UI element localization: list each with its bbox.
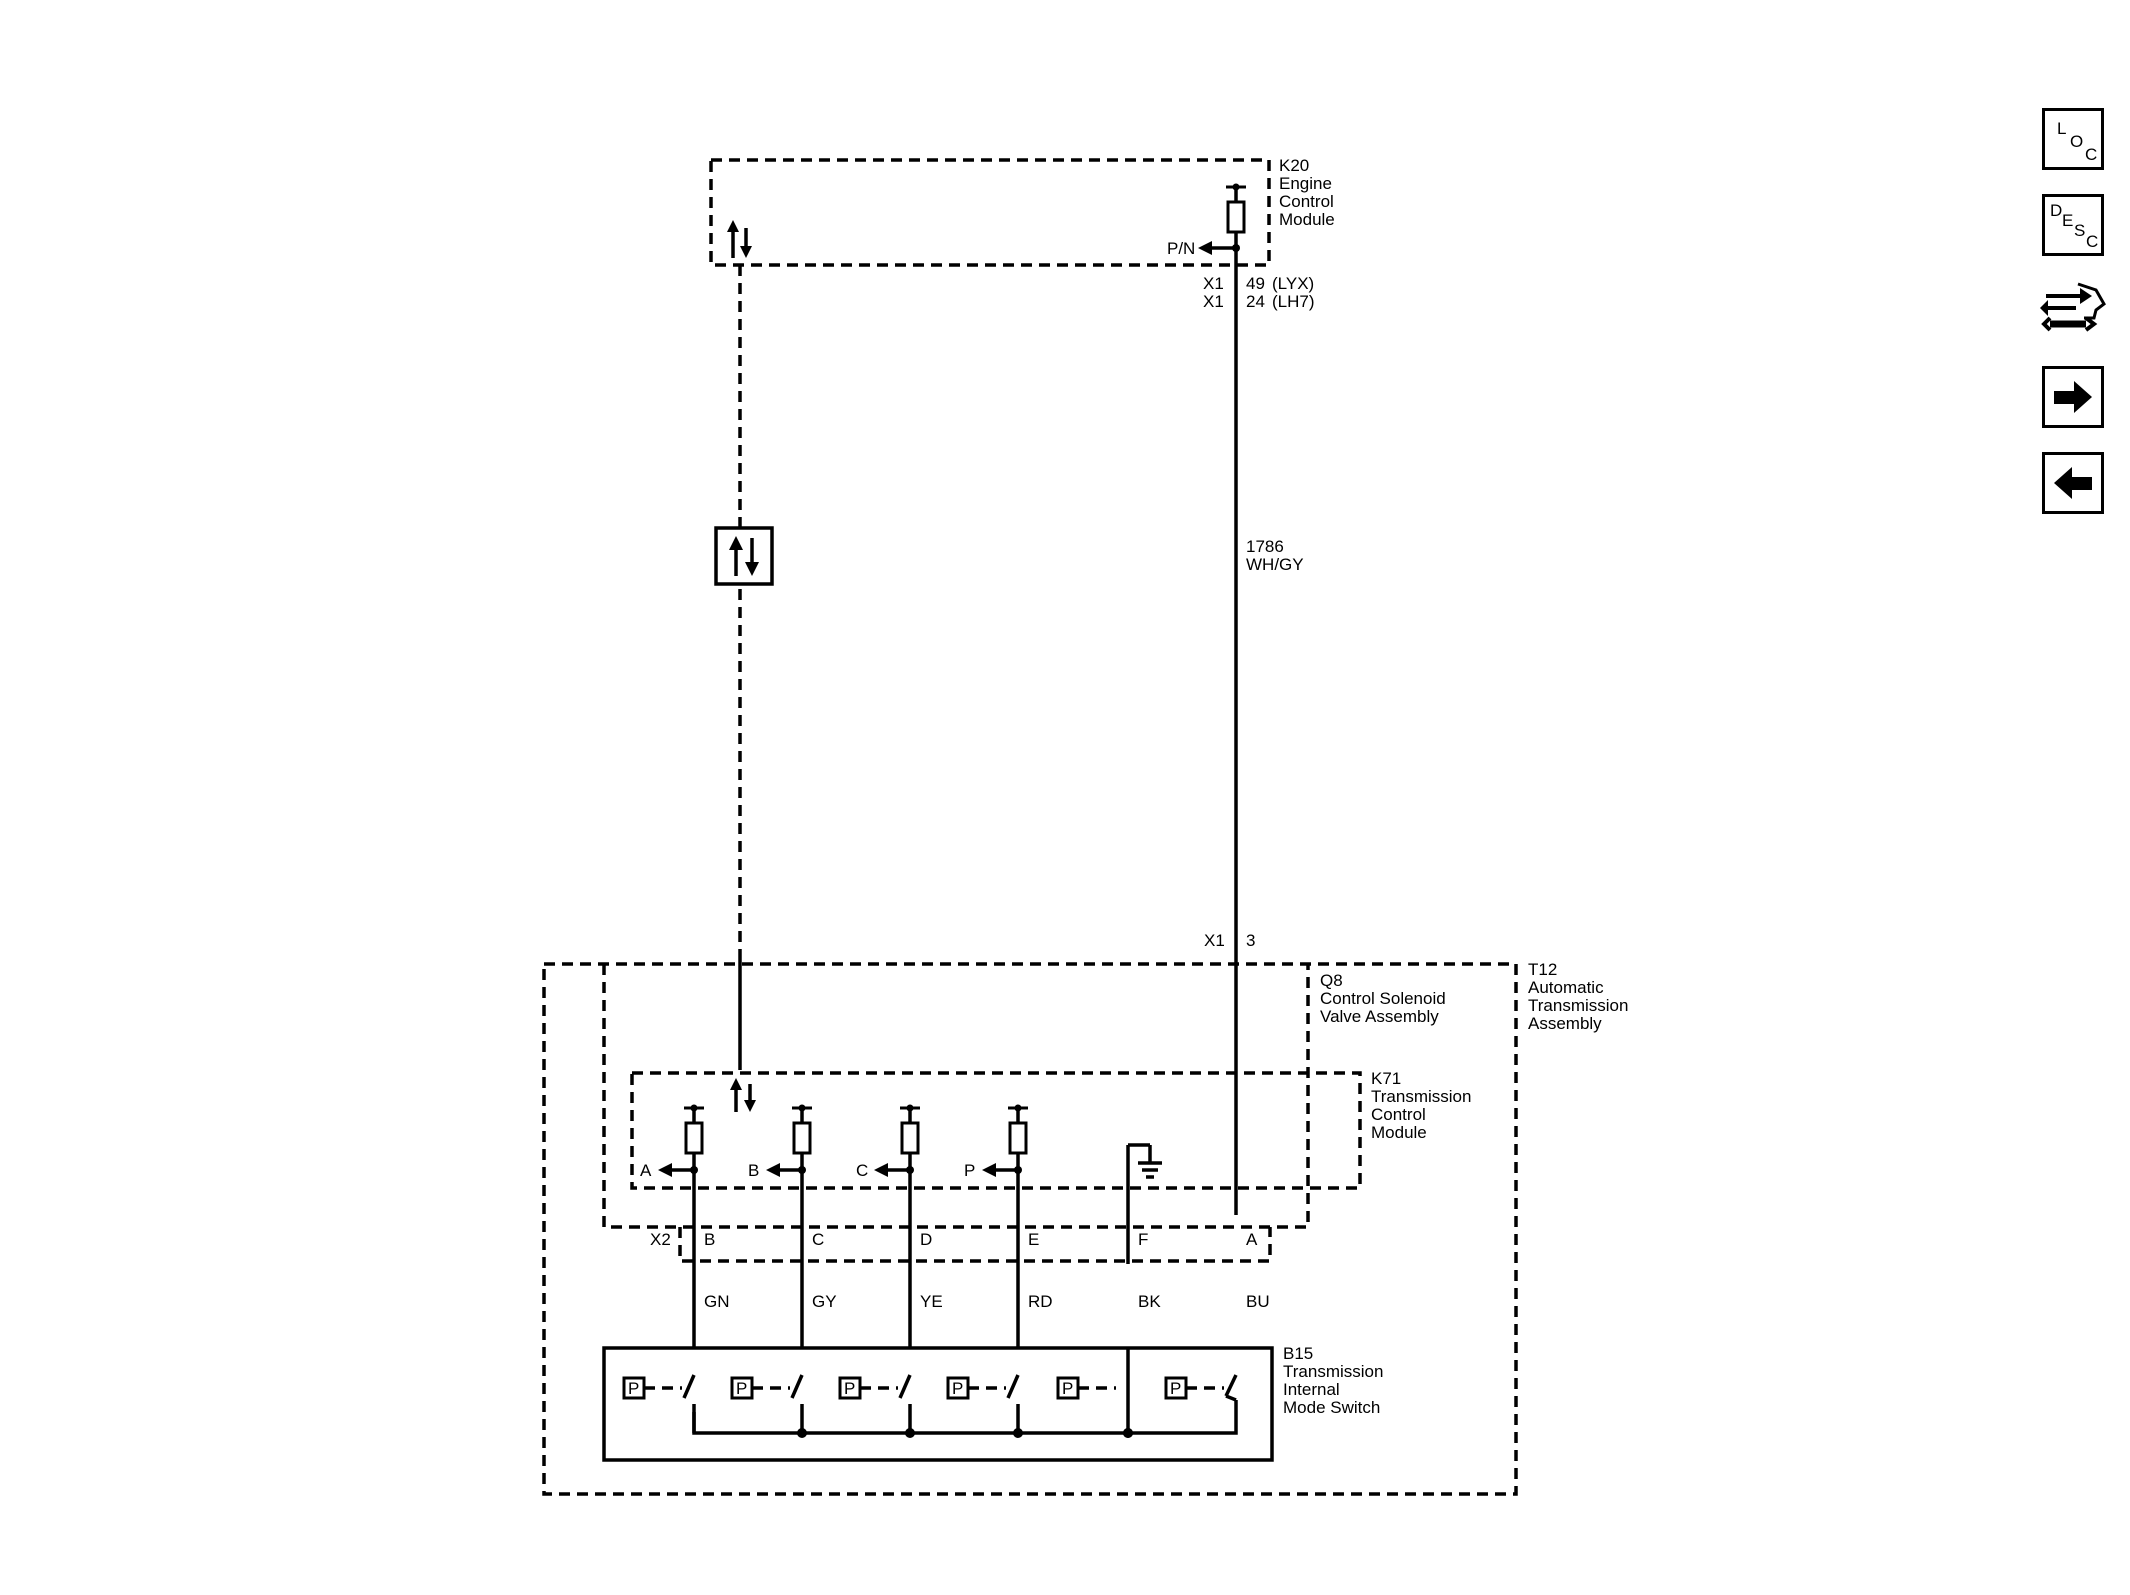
ground-icon bbox=[1126, 1143, 1162, 1264]
t12-name-line2: Transmission bbox=[1528, 996, 1628, 1015]
k20-module-outline bbox=[709, 158, 1271, 267]
wire-color-label: YE bbox=[920, 1292, 943, 1311]
k20-conn-row1: X1 bbox=[1203, 274, 1224, 293]
description-view-button[interactable]: D E S C bbox=[2042, 194, 2104, 256]
wire-color-label: RD bbox=[1028, 1292, 1053, 1311]
t12-name-line1: Automatic bbox=[1528, 978, 1604, 997]
wire-colors: GN GY YE RD BK BU bbox=[704, 1292, 1270, 1311]
k71-signal-label: C bbox=[856, 1161, 868, 1180]
circuit-color: WH/GY bbox=[1246, 555, 1304, 574]
arrow-left-icon bbox=[2054, 467, 2092, 499]
k71-signal-label: A bbox=[640, 1161, 652, 1180]
k71-serial-data-icon bbox=[730, 1078, 756, 1112]
k71-signal-label: B bbox=[748, 1161, 759, 1180]
k20-pin-row1: 49 bbox=[1246, 274, 1265, 293]
mode-switch-contact: P bbox=[730, 1374, 807, 1438]
location-view-button[interactable]: L O C bbox=[2042, 108, 2104, 170]
k71-input-p: P bbox=[964, 1104, 1028, 1348]
q8-name-line2: Valve Assembly bbox=[1320, 1007, 1439, 1026]
x2-pin-label: E bbox=[1028, 1230, 1039, 1249]
loc-letter-o: O bbox=[2070, 132, 2084, 151]
x2-pin-label: A bbox=[1246, 1230, 1258, 1249]
t12-name-line3: Assembly bbox=[1528, 1014, 1602, 1033]
mode-switch-contact: P bbox=[1164, 1374, 1238, 1402]
t12-conn: X1 bbox=[1204, 931, 1225, 950]
k71-inputs: A B C P bbox=[640, 1104, 1028, 1348]
k71-name-line2: Control bbox=[1371, 1105, 1426, 1124]
circuit-number: 1786 bbox=[1246, 537, 1284, 556]
b15-name-line3: Mode Switch bbox=[1283, 1398, 1380, 1417]
q8-name-line1: Control Solenoid bbox=[1320, 989, 1446, 1008]
q8-assembly-outline bbox=[602, 964, 1310, 1229]
connector-repair-icon[interactable] bbox=[2040, 278, 2106, 344]
desc-letter-s: S bbox=[2074, 221, 2086, 240]
k20-name-line2: Control bbox=[1279, 192, 1334, 211]
k20-pin-row2: 24 bbox=[1246, 292, 1265, 311]
b15-name-line1: Transmission bbox=[1283, 1362, 1383, 1381]
wire-color-label: GN bbox=[704, 1292, 730, 1311]
k20-id: K20 bbox=[1279, 156, 1309, 175]
mode-switch-contact: P bbox=[946, 1374, 1023, 1438]
b15-common-bus bbox=[692, 1400, 1238, 1435]
b15-id: B15 bbox=[1283, 1344, 1313, 1363]
k71-signal-label: P bbox=[964, 1161, 975, 1180]
t12-pin: 3 bbox=[1246, 931, 1255, 950]
k71-name-line3: Module bbox=[1371, 1123, 1427, 1142]
previous-page-button[interactable] bbox=[2042, 452, 2104, 514]
k20-variant-row1: (LYX) bbox=[1272, 274, 1314, 293]
k20-name-line3: Module bbox=[1279, 210, 1335, 229]
wire-color-label: BK bbox=[1138, 1292, 1161, 1311]
k20-pn-label: P/N bbox=[1167, 239, 1195, 258]
k71-input-b: B bbox=[748, 1104, 812, 1348]
k20-conn-row2: X1 bbox=[1203, 292, 1224, 311]
arrow-right-icon bbox=[2054, 381, 2092, 413]
t12-assembly-outline bbox=[542, 962, 1518, 1496]
mode-switch-contact: P bbox=[838, 1374, 915, 1438]
x2-connector-outline bbox=[678, 1227, 1272, 1263]
switch-p-label: P bbox=[1062, 1379, 1073, 1398]
k71-name-line1: Transmission bbox=[1371, 1087, 1471, 1106]
switch-p-label: P bbox=[952, 1379, 963, 1398]
wire-color-label: BU bbox=[1246, 1292, 1270, 1311]
k20-pn-input bbox=[1198, 183, 1246, 255]
mode-switch-contact: P bbox=[1056, 1348, 1133, 1438]
loc-letter-c: C bbox=[2085, 145, 2098, 164]
q8-id: Q8 bbox=[1320, 971, 1343, 990]
b15-name-line2: Internal bbox=[1283, 1380, 1340, 1399]
switch-p-label: P bbox=[844, 1379, 855, 1398]
next-page-button[interactable] bbox=[2042, 366, 2104, 428]
loc-letter-l: L bbox=[2057, 119, 2067, 138]
wire-color-label: GY bbox=[812, 1292, 837, 1311]
mode-switch-contact: P bbox=[622, 1374, 696, 1433]
serial-data-link-icon bbox=[714, 526, 774, 586]
switch-p-label: P bbox=[736, 1379, 747, 1398]
desc-letter-d: D bbox=[2050, 201, 2063, 220]
x2-label: X2 bbox=[650, 1230, 671, 1249]
k20-name-line1: Engine bbox=[1279, 174, 1332, 193]
k71-module-outline bbox=[630, 1071, 1362, 1190]
k20-serial-data-icon bbox=[727, 220, 752, 258]
k71-id: K71 bbox=[1371, 1069, 1401, 1088]
x2-pin-label: C bbox=[812, 1230, 824, 1249]
x2-pin-label: D bbox=[920, 1230, 932, 1249]
switch-p-label: P bbox=[1170, 1379, 1181, 1398]
x2-pin-label: F bbox=[1138, 1230, 1148, 1249]
x2-pin-label: B bbox=[704, 1230, 715, 1249]
t12-id: T12 bbox=[1528, 960, 1557, 979]
k71-input-c: C bbox=[856, 1104, 920, 1348]
switch-p-label: P bbox=[628, 1379, 639, 1398]
desc-letter-c: C bbox=[2086, 232, 2099, 251]
k20-variant-row2: (LH7) bbox=[1272, 292, 1315, 311]
k71-input-a: A bbox=[640, 1104, 704, 1348]
desc-letter-e: E bbox=[2062, 211, 2074, 230]
b15-switch-outline bbox=[602, 1346, 1274, 1462]
